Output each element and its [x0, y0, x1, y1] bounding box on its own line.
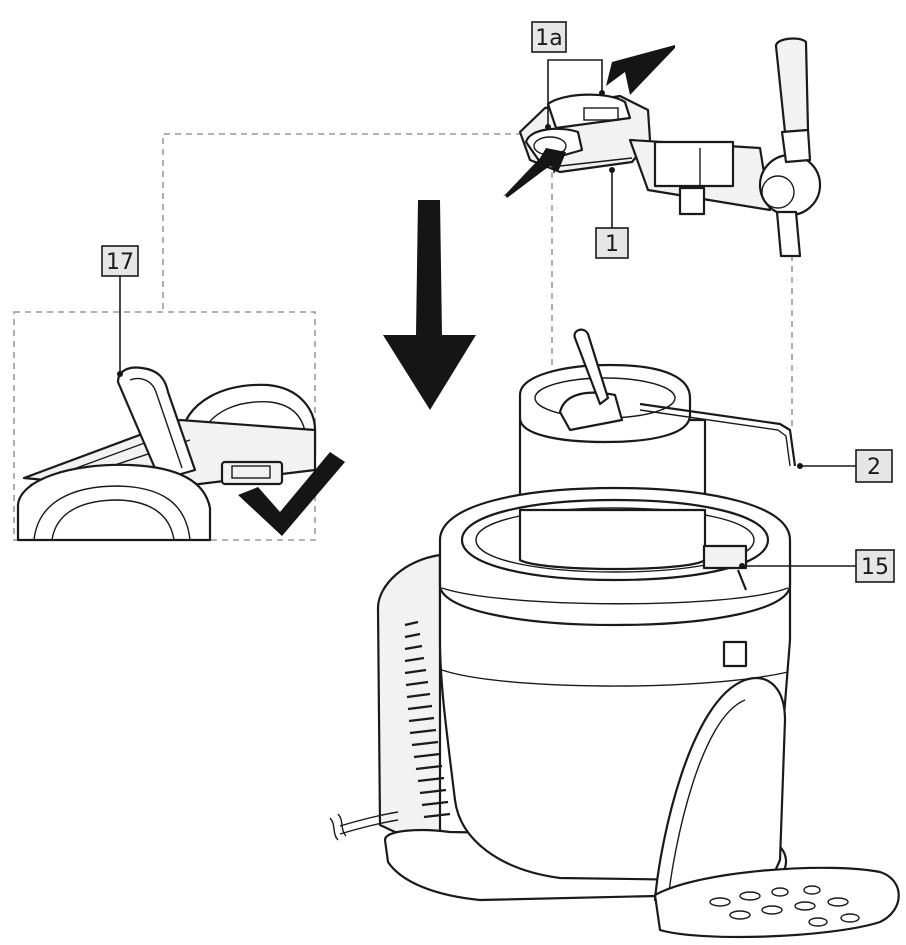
indicator-window: [722, 640, 748, 668]
leader-1a: [547, 59, 603, 127]
drip-tray-holes: [709, 885, 860, 927]
vent-grille: [404, 620, 451, 819]
tap-unit: [503, 37, 822, 258]
appliance: [329, 486, 900, 939]
part-label-1: 1: [595, 227, 629, 259]
appliance-rear-panel: [376, 553, 442, 837]
tap-arm-block: [653, 140, 735, 188]
lid-slot: [702, 544, 748, 570]
part-label-2-text: 2: [867, 455, 881, 480]
checkmark-icon: [238, 452, 345, 536]
tap-handle: [774, 37, 810, 134]
leader-lines: [117, 59, 856, 569]
keg-lower: [518, 508, 707, 571]
dashed-guides: [162, 133, 793, 428]
tap-arm-foot: [678, 186, 706, 216]
guide-detail-link: [162, 133, 522, 312]
part-label-17: 17: [101, 245, 139, 277]
press-arrow-top: [606, 45, 675, 95]
part-label-1a-text: 1a: [535, 26, 562, 51]
arrow-down-icon: [383, 200, 476, 410]
keg-pipe: [639, 402, 797, 467]
part-label-1-text: 1: [605, 232, 619, 257]
part-label-17-text: 17: [106, 250, 134, 275]
keg-valve: [558, 391, 624, 432]
tap-spout: [775, 210, 802, 258]
dispensing-bay: [653, 677, 787, 907]
part-label-15-text: 15: [861, 555, 889, 580]
detail-front-cup: [16, 463, 212, 542]
detail-slot: [220, 460, 284, 486]
detail-inset: [13, 311, 345, 542]
part-label-15: 15: [855, 549, 895, 583]
part-label-2: 2: [855, 449, 893, 483]
keg-lever: [573, 328, 610, 406]
tap-handle-neck: [780, 128, 812, 164]
lid-slot-latch: [736, 569, 748, 591]
press-arrow-bottom-head: [503, 148, 566, 197]
drip-tray: [653, 866, 900, 939]
part-label-1a: 1a: [531, 21, 567, 53]
